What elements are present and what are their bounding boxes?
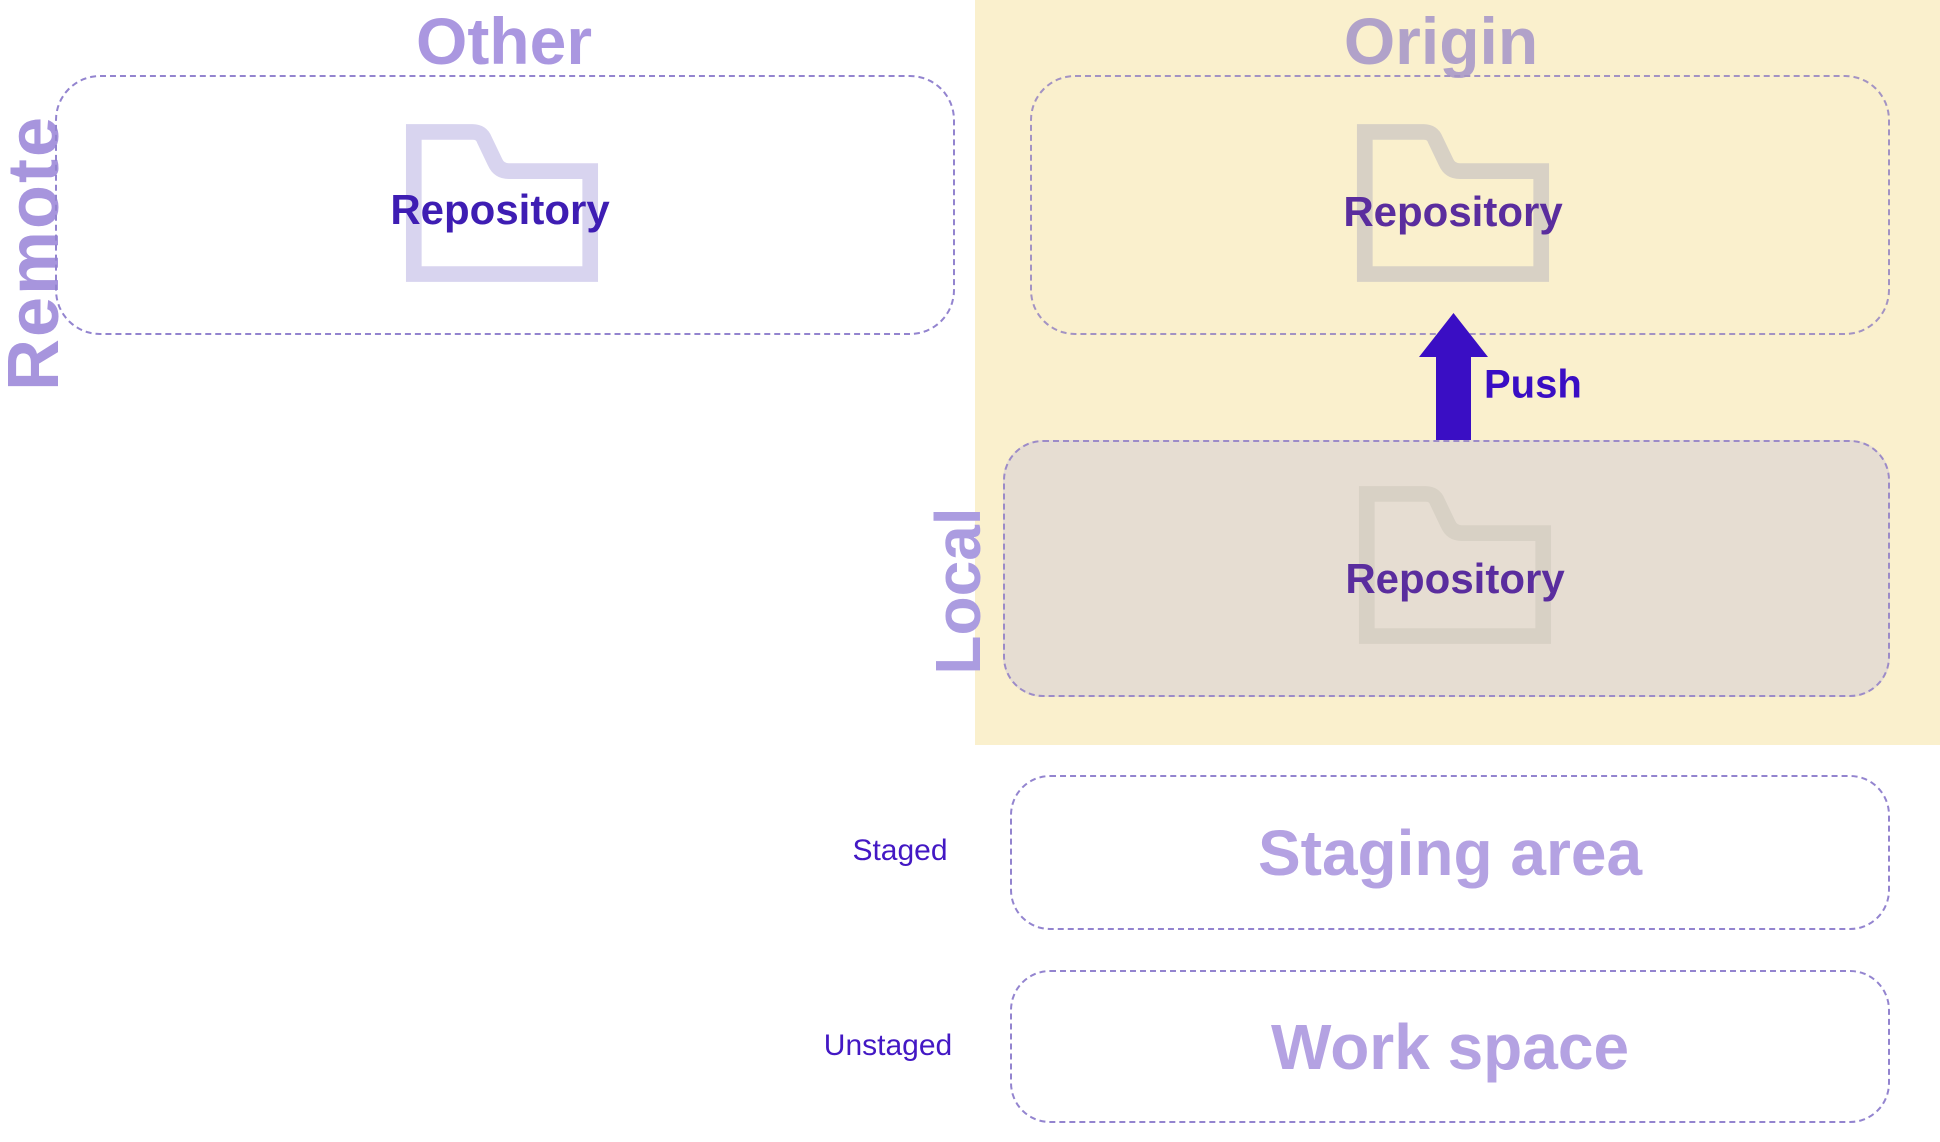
local-repository-label: Repository	[1345, 555, 1565, 602]
other-section-title: Other	[415, 4, 593, 78]
work-space-label: Work space	[1270, 1010, 1630, 1083]
push-action-label: Push	[1484, 362, 1582, 407]
work-space-box: Work space	[1010, 970, 1890, 1123]
other-repository-box	[55, 75, 955, 335]
origin-section-title: Origin	[1343, 4, 1539, 78]
folder-icon	[1358, 486, 1552, 644]
origin-repository-label: Repository	[1343, 188, 1563, 235]
folder-icon	[1356, 124, 1550, 282]
unstaged-side-label: Unstaged	[823, 1029, 953, 1062]
local-repository-box	[1003, 440, 1890, 697]
staging-area-box: Staging area	[1010, 775, 1890, 930]
other-repository-label: Repository	[390, 186, 610, 233]
staging-area-label: Staging area	[1257, 816, 1643, 889]
folder-icon	[405, 124, 599, 282]
arrow-up-icon	[1419, 313, 1488, 452]
staged-side-label: Staged	[852, 834, 948, 867]
local-row-label: Local	[922, 507, 994, 675]
